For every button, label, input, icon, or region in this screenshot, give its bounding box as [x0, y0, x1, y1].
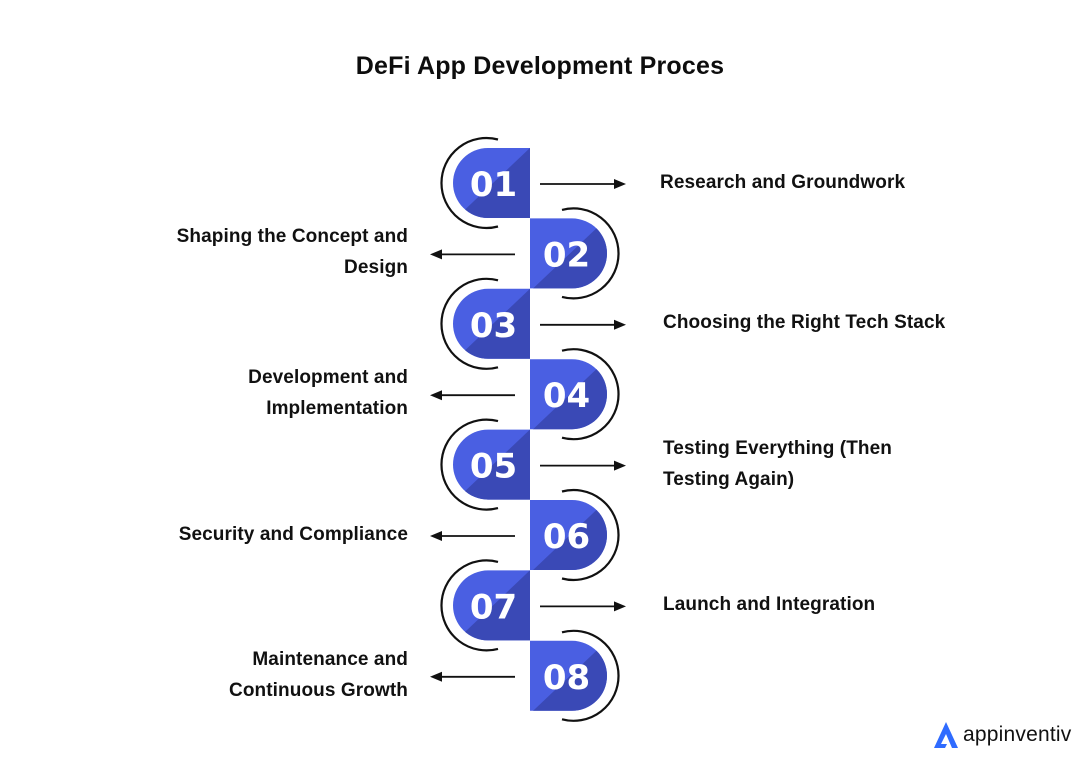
label-line: Continuous Growth — [229, 679, 408, 701]
arrow-left-icon — [430, 390, 515, 401]
label-line: Testing Everything (Then — [663, 437, 893, 459]
label-line: Testing Again) — [663, 468, 795, 490]
decorative-arc — [440, 418, 499, 511]
step-02: 02 — [430, 207, 620, 300]
arrow-left-icon — [430, 249, 515, 260]
label-line: Implementation — [266, 398, 408, 420]
step-06: 06 — [430, 488, 620, 582]
step-05: 05 — [440, 418, 626, 511]
arrow-left-icon — [430, 531, 515, 541]
decorative-arc — [561, 629, 620, 722]
label-line: Choosing the Right Tech Stack — [663, 312, 946, 334]
step-label-03: Choosing the Right Tech Stack — [663, 307, 963, 338]
label-line: Development and — [248, 367, 408, 389]
decorative-arc — [440, 559, 499, 652]
step-number: 04 — [543, 376, 590, 416]
decorative-arc — [440, 277, 499, 370]
step-number: 07 — [470, 587, 517, 627]
label-line: Launch and Integration — [663, 593, 876, 615]
step-label-06: Security and Compliance — [108, 519, 408, 550]
step-number: 05 — [470, 447, 517, 487]
decorative-arc — [440, 136, 499, 230]
step-number: 02 — [543, 235, 590, 275]
arrow-right-icon — [540, 179, 626, 189]
label-line: Shaping the Concept and — [176, 226, 408, 248]
page-title: DeFi App Development Proces — [355, 52, 725, 80]
step-number: 01 — [470, 165, 517, 205]
label-line: Design — [344, 257, 408, 279]
step-number: 08 — [543, 658, 590, 698]
step-number: 06 — [543, 517, 590, 557]
label-line: Research and Groundwork — [660, 171, 906, 193]
step-07: 07 — [440, 559, 626, 652]
arrow-right-icon — [540, 319, 626, 330]
brand-name: appinventiv — [963, 723, 1072, 746]
label-line: Security and Compliance — [178, 523, 408, 545]
step-03: 03 — [440, 277, 626, 370]
step-label-07: Launch and Integration — [663, 589, 963, 620]
arrow-left-icon — [430, 671, 515, 682]
decorative-arc — [561, 207, 620, 300]
decorative-arc — [561, 348, 620, 441]
brand-logo: appinventiv — [932, 719, 1071, 751]
step-08: 08 — [430, 629, 620, 722]
arrow-right-icon — [540, 460, 626, 471]
decorative-arc — [561, 488, 620, 582]
step-04: 04 — [430, 348, 620, 441]
label-line: Maintenance and — [252, 648, 408, 670]
arrow-right-icon — [540, 601, 626, 612]
step-label-01: Research and Groundwork — [660, 167, 960, 198]
step-01: 01 — [440, 136, 626, 230]
step-number: 03 — [470, 306, 517, 346]
appinventiv-logo-icon — [934, 722, 958, 748]
